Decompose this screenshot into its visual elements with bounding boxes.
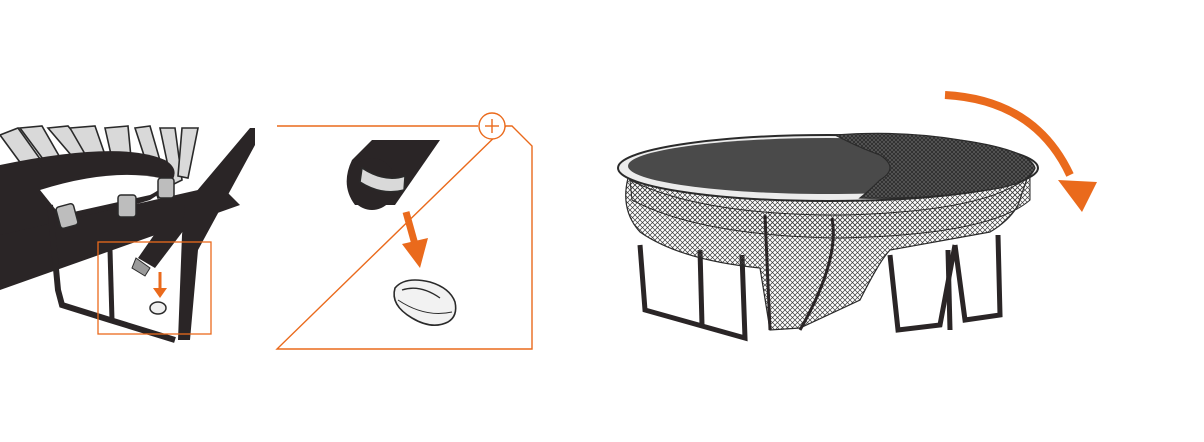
zoom-plus-icon — [479, 113, 505, 139]
zoom-detail-panel — [277, 113, 532, 349]
frame-closeup-panel — [0, 126, 255, 340]
trampoline-overview-panel — [618, 95, 1097, 338]
down-arrow-icon — [402, 212, 428, 268]
rod-end — [347, 140, 440, 210]
clip-ring — [394, 280, 456, 325]
down-arrow-icon — [153, 272, 167, 298]
clip-ring — [150, 302, 166, 314]
